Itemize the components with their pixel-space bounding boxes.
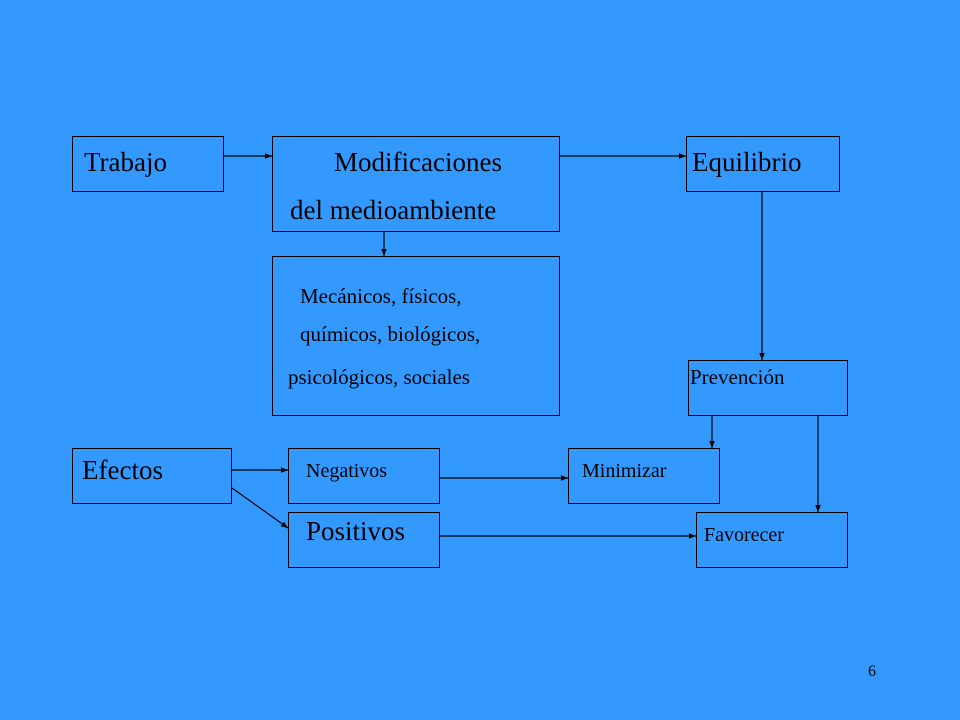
modificaciones-label-line1: Modificaciones [334,147,502,177]
trabajo-box [72,136,224,192]
efectos-box [72,448,232,504]
efectos-label: Efectos [82,455,163,485]
modificaciones-box [272,136,560,232]
equilibrio-label: Equilibrio [692,147,802,177]
positivos-box [288,512,440,568]
minimizar-label: Minimizar [582,460,667,482]
negativos-label: Negativos [306,460,388,482]
minimizar-box [568,448,720,504]
favorecer-label: Favorecer [704,524,784,546]
factores-label-line1: Mecánicos, físicos, [300,284,462,308]
arrow-efectos-to-positivos [231,487,289,529]
page-number: 6 [868,663,876,680]
equilibrio-box [686,136,840,192]
positivos-label: Positivos [306,516,406,546]
prevencion-label: Prevención [690,365,785,389]
factores-label-line2: químicos, biológicos, [300,322,481,346]
factores-box [272,256,560,416]
modificaciones-label-line2: del medioambiente [290,195,497,225]
negativos-box [288,448,440,504]
prevencion-box [688,360,848,416]
trabajo-label: Trabajo [84,147,168,177]
favorecer-box [696,512,848,568]
factores-label-line3: psicológicos, sociales [288,365,470,389]
